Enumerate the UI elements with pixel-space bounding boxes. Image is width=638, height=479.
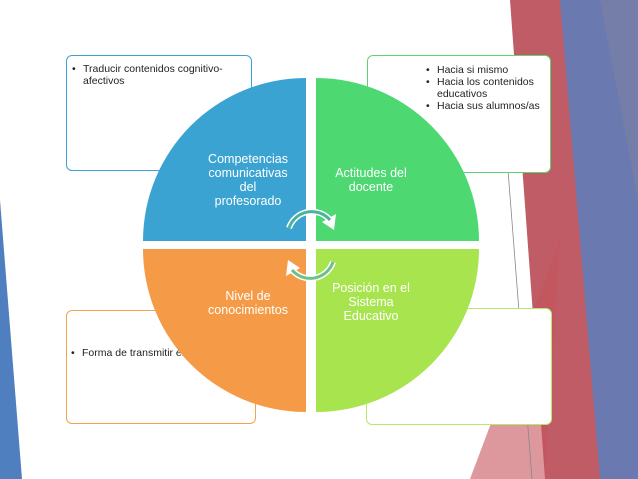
- label-line: comunicativas: [208, 166, 288, 180]
- quadrant-label-actitudes: Actitudes del docente: [316, 166, 426, 194]
- quadrant-label-nivel: Nivel de conocimientos: [186, 289, 310, 317]
- bullet-item: Hacia si mismo: [426, 64, 550, 76]
- quadrant-bottom-left: [143, 249, 306, 412]
- deco-triangle-blue-left: [0, 200, 22, 479]
- quadrant-label-posicion: Posición en el Sistema Educativo: [316, 281, 426, 323]
- label-line: Educativo: [343, 309, 399, 323]
- bullet-item: Hacia sus alumnos/as: [426, 100, 550, 112]
- bullet-item: Traducir contenidos cognitivo-afectivos: [72, 63, 251, 87]
- label-line: Actitudes del: [335, 166, 407, 180]
- label-line: Sistema: [348, 295, 394, 309]
- bullet-item: Hacia los contenidos educativos: [426, 76, 550, 100]
- quadrant-top-left: [143, 78, 306, 241]
- label-line: del: [239, 180, 257, 194]
- label-line: Nivel de: [225, 289, 271, 303]
- label-line: profesorado: [214, 194, 282, 208]
- quadrant-label-competencias: Competencias comunicativas del profesora…: [186, 152, 310, 208]
- label-line: Competencias: [208, 152, 288, 166]
- label-line: Posición en el: [332, 281, 410, 295]
- quadrant-bottom-right: [316, 249, 479, 412]
- deco-triangle-blue-right: [560, 0, 638, 479]
- label-line: conocimientos: [208, 303, 288, 317]
- label-line: docente: [348, 180, 394, 194]
- text-box-top-left: Traducir contenidos cognitivo-afectivos: [66, 55, 252, 171]
- circular-arrows-icon: [286, 208, 336, 282]
- quadrant-top-right: [316, 78, 479, 241]
- deco-triangle-gray: [600, 0, 638, 200]
